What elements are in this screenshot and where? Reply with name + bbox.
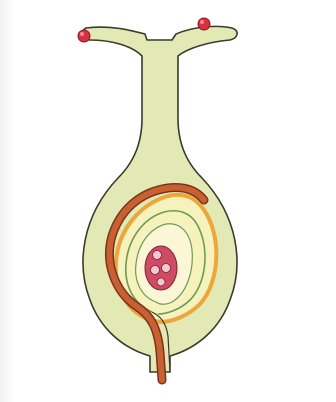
pollen-grain-right (198, 18, 210, 30)
pollen-grain-left-highlight (80, 32, 84, 36)
egg-cell (153, 251, 162, 260)
pollen-grain-right-highlight (200, 20, 204, 24)
pollen-grain-left (78, 30, 90, 42)
polar-nucleus (157, 278, 165, 286)
egg-apparatus (145, 246, 177, 290)
synergid-left (151, 266, 160, 275)
synergid-right (162, 264, 171, 273)
